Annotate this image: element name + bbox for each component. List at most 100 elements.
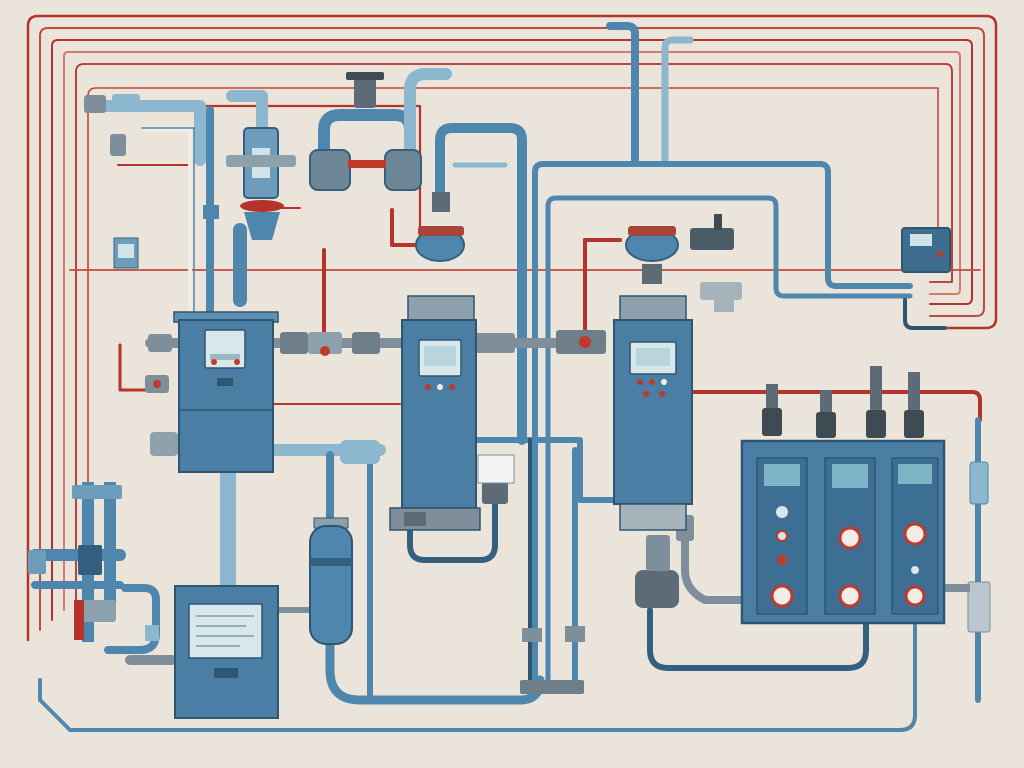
pump-head-center-neck [432,192,450,212]
wall-box-left [113,237,139,269]
filter-base-gasket [240,200,284,212]
cabinet-3-button-1 [637,379,643,385]
cabinet-2-base-fitting [404,512,426,526]
panel-column-1 [756,457,808,615]
red-wire-outer-1 [26,14,998,642]
inline-valve-4 [352,332,380,354]
terminal-screen-lines [196,615,254,647]
fitting-left-low [150,432,178,456]
panel-sensor-4-stem [908,372,920,412]
wall-monitor [901,227,951,273]
pipe-right-manifold-1 [532,161,913,693]
left-stack-v2 [104,482,116,612]
pipe-top-right-1 [606,22,639,164]
left-stack-red [74,600,84,640]
panel-sensor-2-stem [820,390,832,412]
pressure-tank [309,517,353,645]
pipe-floor-return [38,623,917,732]
wall-monitor-screen [910,234,932,246]
cabinet-3-button-2 [649,379,655,385]
red-wire-outer-2 [39,27,985,631]
panel-col2-gauge-1 [838,526,862,550]
cabinet-2-button-2 [437,384,443,390]
left-stack-f1 [72,485,122,499]
panel-col2-display [832,464,868,488]
cabinet-1-button-1 [211,359,217,365]
valve-top-handle [346,72,384,80]
terminal-slot [214,668,238,678]
panel-sensor-4-head [904,410,924,438]
inline-valve-2 [280,332,308,354]
cabinet-2-base [389,507,481,531]
valve-arch-red-link [348,160,386,168]
valve-right-box [690,228,734,250]
red-wiring [26,14,998,642]
left-stack-f4 [80,600,116,622]
cabinet-2-button-1 [425,384,431,390]
red-wire-outer-5 [75,63,953,601]
panel-column-2 [824,457,876,615]
panel-sensor-2-head [816,412,836,438]
valve-top-stem [354,78,376,108]
control-cabinet-1 [173,311,279,473]
pipe-cab3-side [681,516,749,604]
display-terminal [174,585,279,719]
cabinet-3-screen-inner [636,348,670,366]
cabinet-3-base [619,503,687,531]
pipe-left-curl [104,584,160,654]
control-panel [740,366,946,625]
cabinet-3-button-5 [659,391,665,397]
tank-body [309,525,353,645]
control-cabinet-3 [613,295,693,531]
filter-funnel [244,212,280,240]
cabinet-2-cap [407,295,475,323]
tank-band [310,558,352,566]
fitting-elbow-mid [340,440,380,464]
valve-top-left [84,95,106,113]
pipe-cab3-bottom [647,607,869,671]
inline-gauge-2 [579,336,591,348]
fitting-small-2 [203,205,219,219]
pump-head-right-neck [642,264,662,284]
inline-gauge-1 [320,346,330,356]
cabinet-3-cap [619,295,687,323]
lower-pump-body [635,570,679,608]
panel-col3-display [898,464,932,484]
inline-valve-3 [308,332,342,354]
panel-col3-gauge-2 [904,585,926,607]
pipe-arch-2 [435,123,527,445]
cabinet-3-button-3 [661,379,667,385]
red-wire-outer-4 [63,51,961,611]
red-wire-left-v [118,343,152,392]
panel-sensor-1-head [762,408,782,436]
panel-col1-display [764,464,800,486]
inline-valve-5 [475,333,515,353]
fitting-small-1 [110,134,126,156]
panel-sensor-3-stem [870,366,882,412]
valve-arch-right [384,149,422,191]
pump-head-right-flange [628,226,676,236]
control-cabinet-2 [389,295,481,531]
valve-right-lower [714,296,734,312]
pipe-top-hook [404,68,452,156]
terminal-screen [188,603,263,659]
cabinet-2-button-3 [449,384,455,390]
valve-right-box-stem [714,214,722,230]
panel-col1-gauge [770,584,794,608]
right-riser-fitting-3 [944,584,970,592]
pump-head-center-flange [418,226,464,236]
inline-valve-1 [148,334,172,352]
panel-column-3 [891,457,939,615]
right-riser-fitting-1 [969,461,989,505]
red-wire-right-panel [692,390,982,422]
wall-monitor-led [937,251,943,257]
vert-fitting-1 [522,628,542,642]
fitting-center-panel [477,454,515,484]
wall-box-left-screen [118,244,134,258]
panel-sensor-3-head [866,410,886,438]
cabinet-1-slot [217,378,233,386]
filter-cap [226,155,296,167]
panel-col3-gauge-1 [903,522,927,546]
panel-col2-gauge-2 [838,584,862,608]
